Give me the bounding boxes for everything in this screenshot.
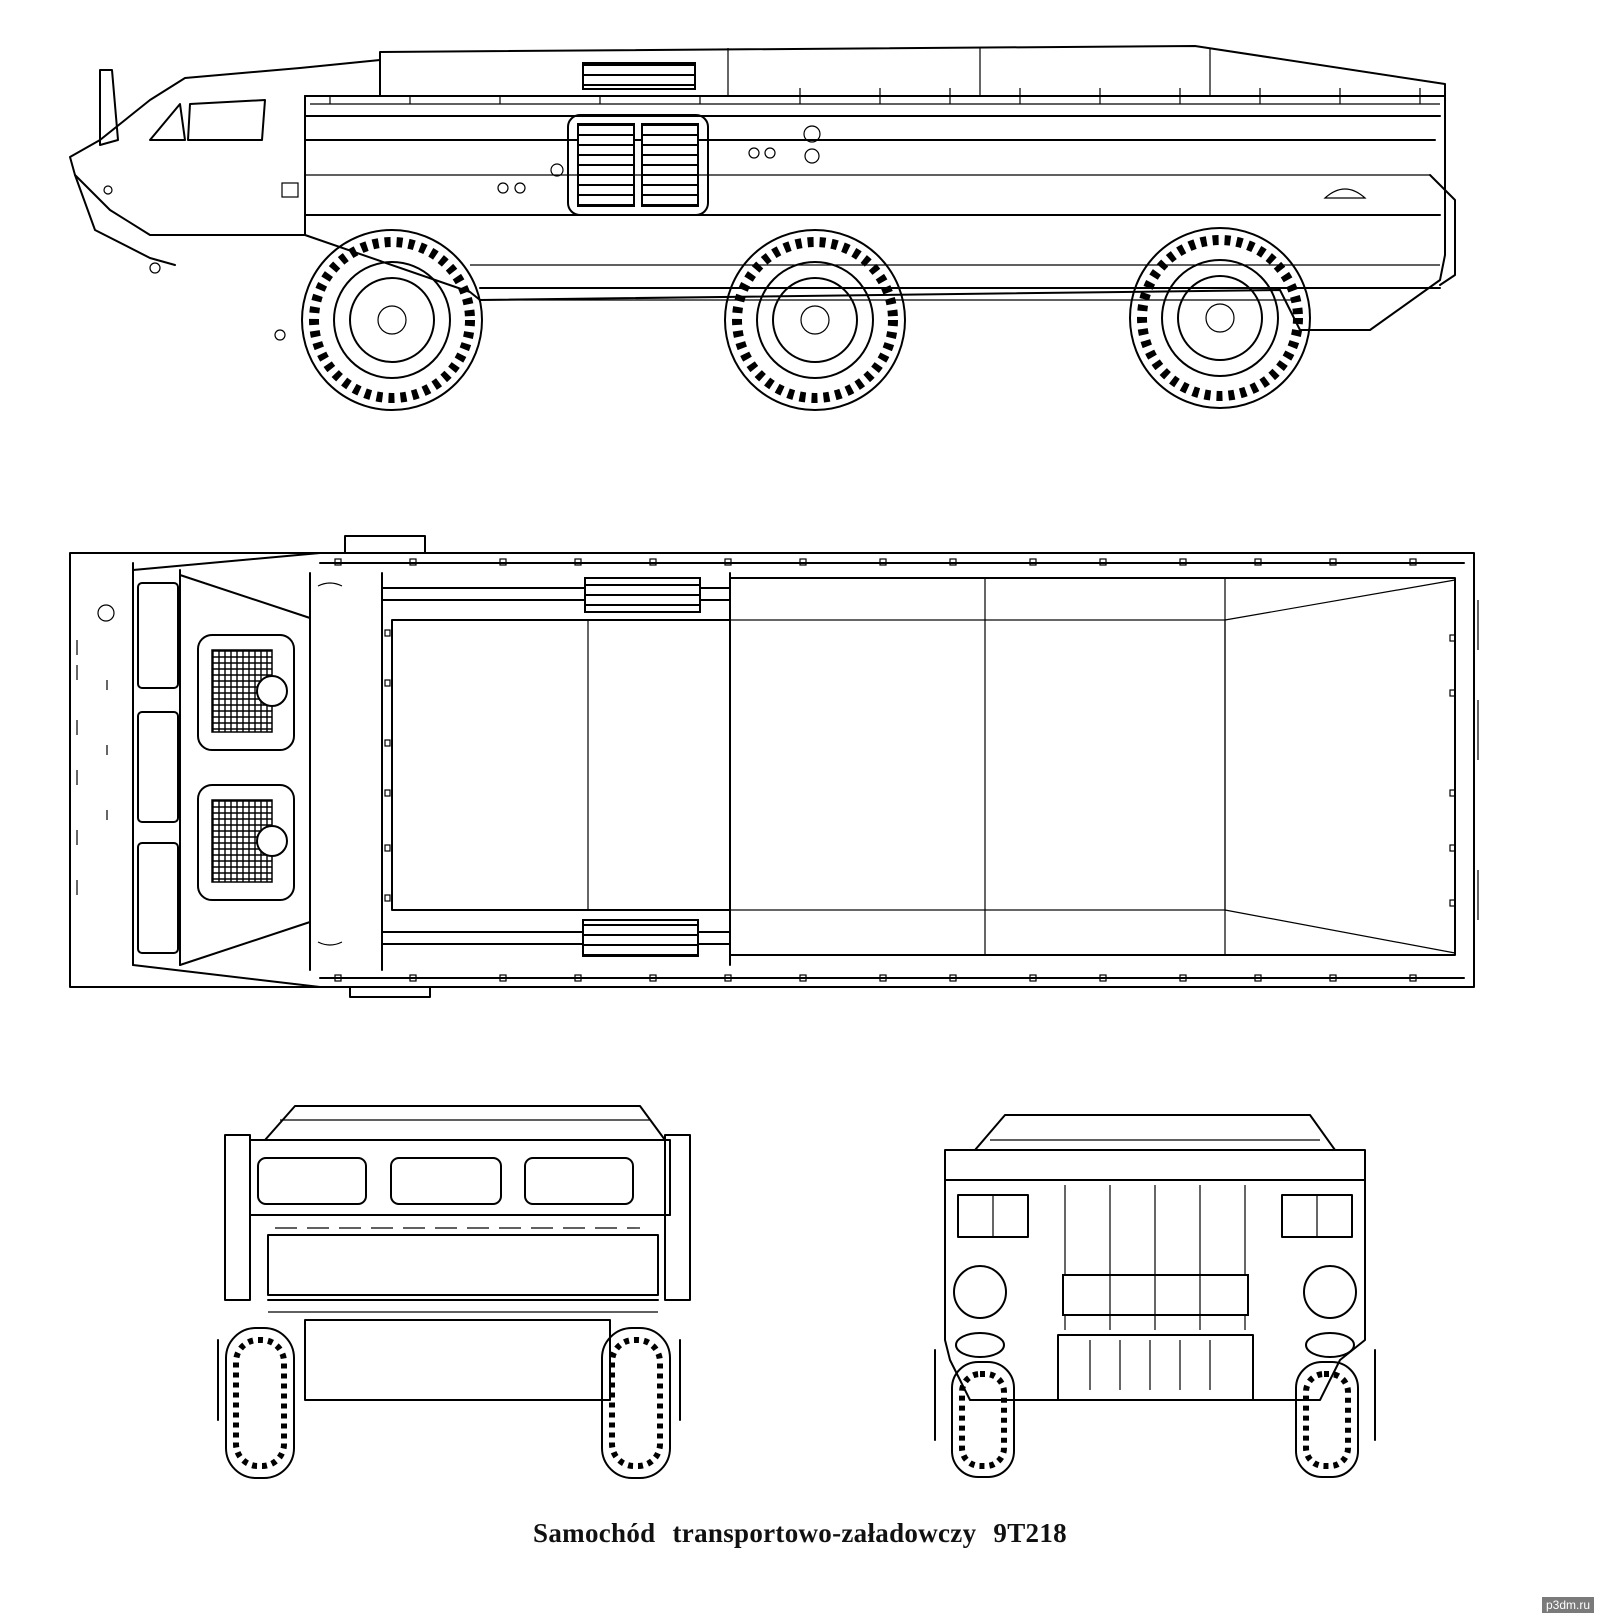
side-wheel-front	[301, 229, 483, 411]
side-wheel-rear	[1129, 227, 1311, 409]
watermark-label: p3dm.ru	[1541, 1597, 1594, 1613]
front-view	[217, 1105, 691, 1479]
top-view	[69, 535, 1479, 998]
side-wheel-middle	[724, 229, 906, 411]
rear-view	[934, 1114, 1376, 1478]
side-view	[69, 45, 1456, 411]
drawing-caption: Samochód transportowo-załadowczy 9T218	[533, 1518, 1067, 1548]
